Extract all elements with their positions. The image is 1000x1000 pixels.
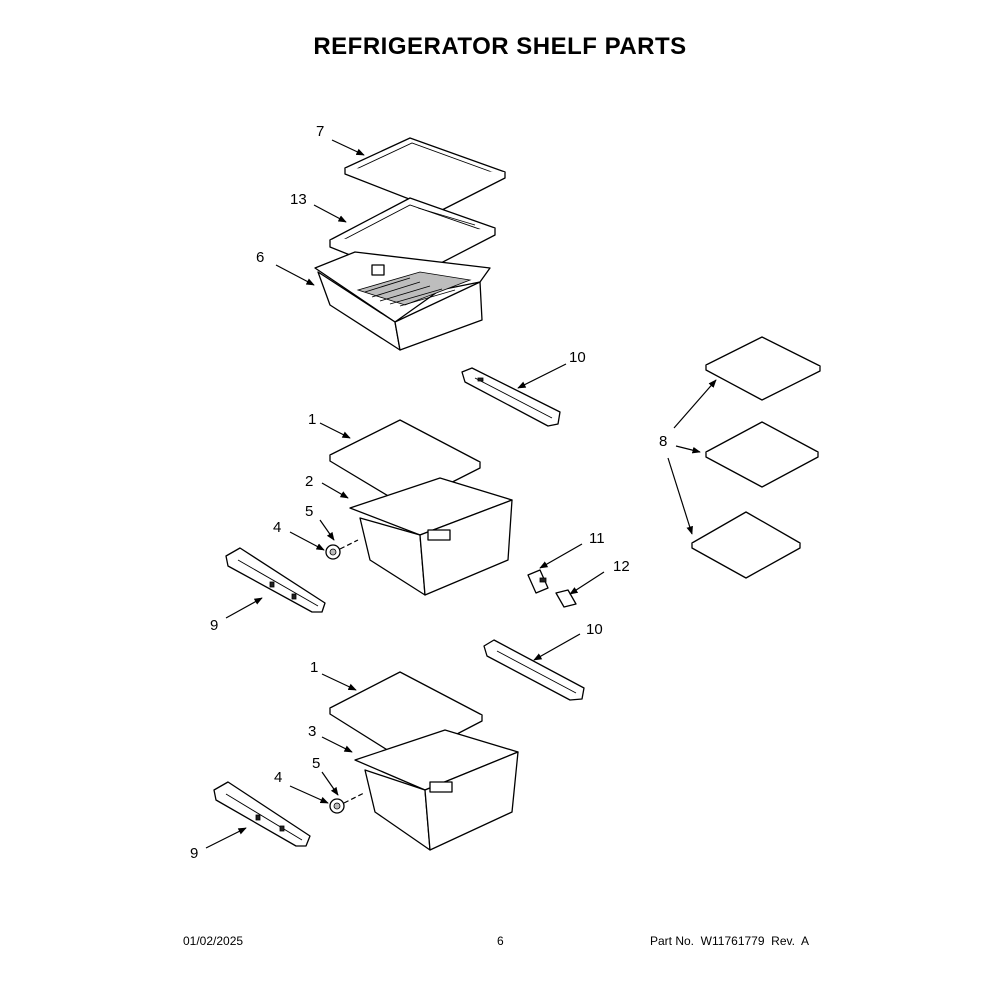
footer-date: 01/02/2025: [183, 934, 244, 948]
leader-4-lower: [289, 785, 329, 804]
callout-1-lower: 1: [310, 659, 318, 676]
part-11-clip: [527, 569, 549, 594]
leader-7: [331, 139, 365, 156]
leader-10-upper: [517, 363, 567, 389]
leader-5-lower: [321, 771, 339, 796]
leader-3: [321, 736, 353, 753]
callout-5-lower: 5: [312, 755, 320, 772]
part-9-crisper-rail-upper: [225, 547, 326, 613]
callout-3: 3: [308, 723, 316, 740]
callout-9-upper: 9: [210, 617, 218, 634]
leader-13: [313, 204, 347, 223]
callout-7: 7: [316, 123, 324, 140]
leader-2: [321, 482, 349, 499]
callout-5-upper: 5: [305, 503, 313, 520]
part-10-shelf-rail-lower: [483, 639, 585, 701]
callout-13: 13: [290, 191, 307, 208]
leader-11: [539, 543, 583, 569]
leader-5-upper: [319, 519, 335, 541]
leader-6: [275, 264, 315, 286]
part-4-5-humidity-control-lower: [329, 792, 365, 814]
leader-9-upper: [225, 597, 263, 619]
part-2-crisper-drawer-upper: [349, 477, 513, 596]
callout-4-lower: 4: [274, 769, 282, 786]
footer-part-number: Part No. W11761779 Rev. A: [650, 934, 809, 948]
part-8-door-shelf-bottom: [691, 511, 801, 579]
leader-10-lower: [533, 633, 581, 661]
callout-10-upper: 10: [569, 349, 586, 366]
callout-9-lower: 9: [190, 845, 198, 862]
callout-6: 6: [256, 249, 264, 266]
callout-10-lower: 10: [586, 621, 603, 638]
leader-1-lower: [321, 673, 357, 691]
leader-8-bottom: [667, 457, 693, 535]
page-title: REFRIGERATOR SHELF PARTS: [313, 33, 687, 60]
part-6-deli-drawer: [314, 251, 491, 351]
part-9-crisper-rail-lower: [213, 781, 311, 847]
callout-11: 11: [589, 530, 605, 547]
leader-4-upper: [289, 531, 325, 551]
part-8-door-shelf-top: [705, 336, 821, 401]
leader-12: [569, 571, 605, 595]
callout-8: 8: [659, 433, 667, 450]
leader-1-upper: [319, 422, 351, 439]
part-12-clip: [555, 589, 577, 608]
leader-9-lower: [205, 827, 247, 849]
callout-12: 12: [613, 558, 630, 575]
leader-8-top: [673, 379, 717, 429]
part-4-5-humidity-control-upper: [325, 539, 359, 560]
leader-8-middle: [675, 445, 701, 454]
part-3-crisper-drawer-lower: [354, 729, 519, 851]
part-7-crisper-cover: [344, 137, 506, 212]
callout-4-upper: 4: [273, 519, 281, 536]
part-10-shelf-rail-upper: [461, 367, 561, 427]
part-8-door-shelf-middle: [705, 421, 819, 488]
callout-2: 2: [305, 473, 313, 490]
footer-page-number: 6: [497, 934, 504, 948]
callout-1-upper: 1: [308, 411, 316, 428]
